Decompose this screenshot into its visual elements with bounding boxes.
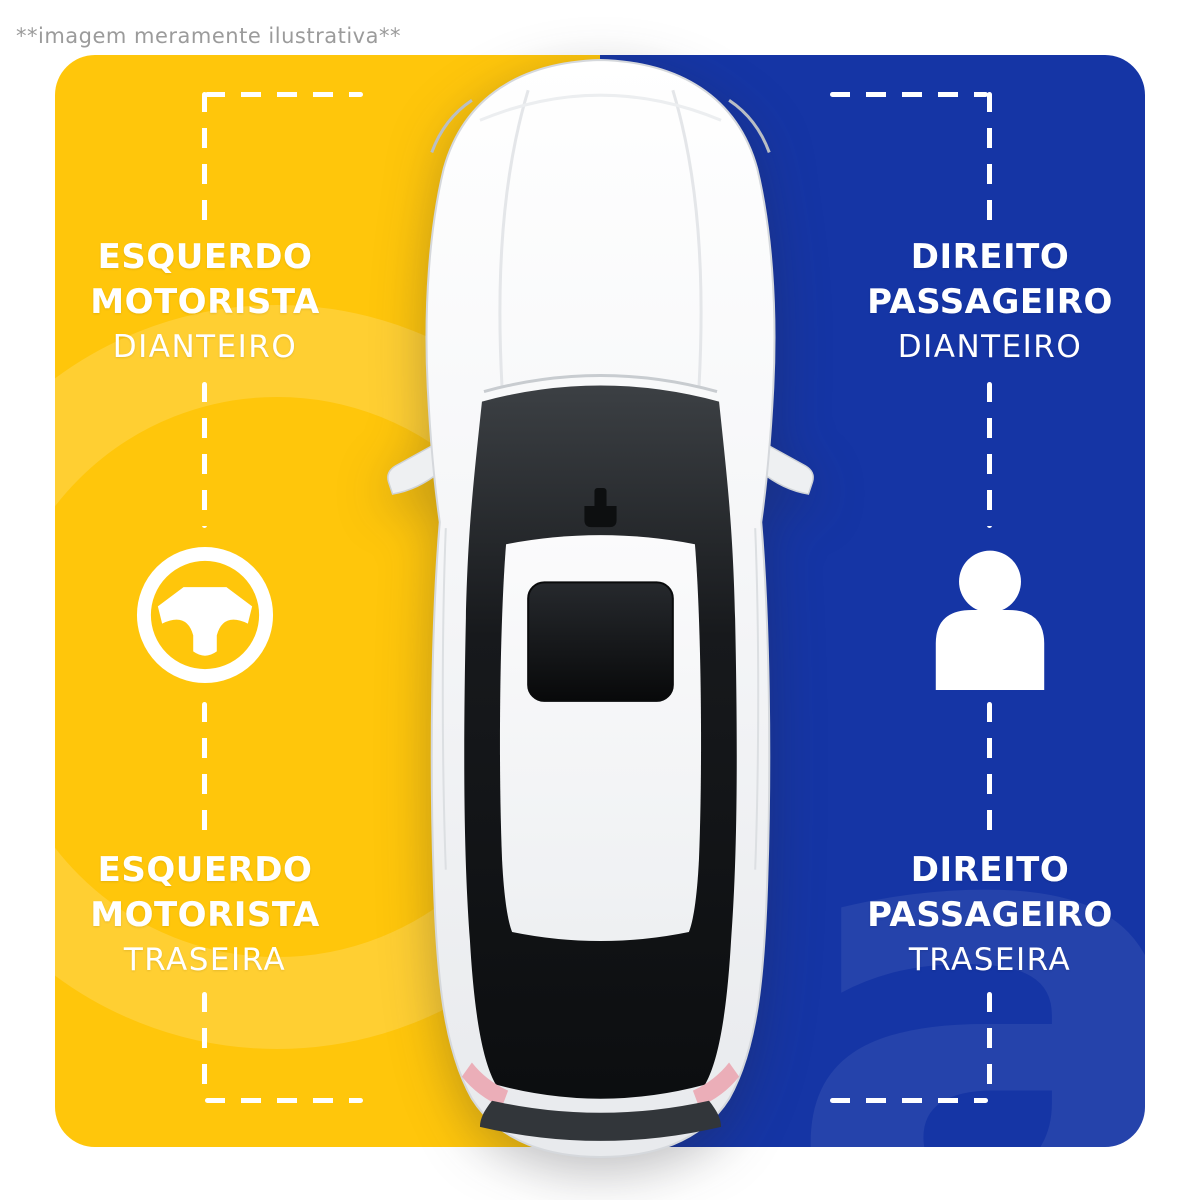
- dashed-guide-left-bottom-horizontal: [205, 1098, 363, 1103]
- dashed-guide-right-seg4: [987, 992, 992, 1100]
- steering-wheel-icon: [130, 540, 280, 690]
- disclaimer-text: **imagem meramente ilustrativa**: [16, 24, 401, 48]
- car-mirror-left: [387, 442, 441, 495]
- person-icon: [925, 548, 1055, 690]
- dashed-guide-right-seg2: [987, 382, 992, 528]
- zone-label-rear-right: DIREITO PASSAGEIRO TRASEIRA: [800, 848, 1180, 982]
- dashed-guide-left-seg3: [202, 702, 207, 842]
- dashed-guide-left-top-horizontal: [205, 92, 363, 97]
- zone-label-line: ESQUERDO: [97, 237, 313, 277]
- zone-label-line: DIANTEIRO: [897, 328, 1083, 365]
- dashed-guide-right-seg1: [987, 92, 992, 227]
- zone-label-line: DIREITO: [910, 850, 1070, 890]
- zone-label-line: ESQUERDO: [97, 850, 313, 890]
- zone-label-line: MOTORISTA: [90, 894, 320, 935]
- zone-label-line: TRASEIRA: [908, 941, 1072, 978]
- dashed-guide-right-bottom-horizontal: [830, 1098, 988, 1103]
- dashed-guide-right-top-horizontal: [830, 92, 988, 97]
- zone-label-line: TRASEIRA: [123, 941, 287, 978]
- zone-label-front-right: DIREITO PASSAGEIRO DIANTEIRO: [800, 235, 1180, 369]
- car-sunroof: [527, 581, 674, 702]
- dashed-guide-left-seg2: [202, 382, 207, 528]
- car-rear-bumper: [479, 1100, 722, 1141]
- zone-label-line: DIREITO: [910, 237, 1070, 277]
- car-top-view: [387, 59, 814, 1158]
- dashed-guide-left-seg1: [202, 92, 207, 227]
- zone-label-line: PASSAGEIRO: [867, 894, 1113, 935]
- dashed-guide-left-seg4: [202, 992, 207, 1100]
- dashed-guide-right-seg3: [987, 702, 992, 842]
- zone-label-line: DIANTEIRO: [112, 328, 298, 365]
- zone-label-rear-left: ESQUERDO MOTORISTA TRASEIRA: [15, 848, 395, 982]
- zone-label-line: MOTORISTA: [90, 281, 320, 322]
- zone-label-line: PASSAGEIRO: [867, 281, 1113, 322]
- zone-label-front-left: ESQUERDO MOTORISTA DIANTEIRO: [15, 235, 395, 369]
- watermark-letter: a: [783, 654, 1145, 1148]
- car-mirror-right: [760, 442, 814, 495]
